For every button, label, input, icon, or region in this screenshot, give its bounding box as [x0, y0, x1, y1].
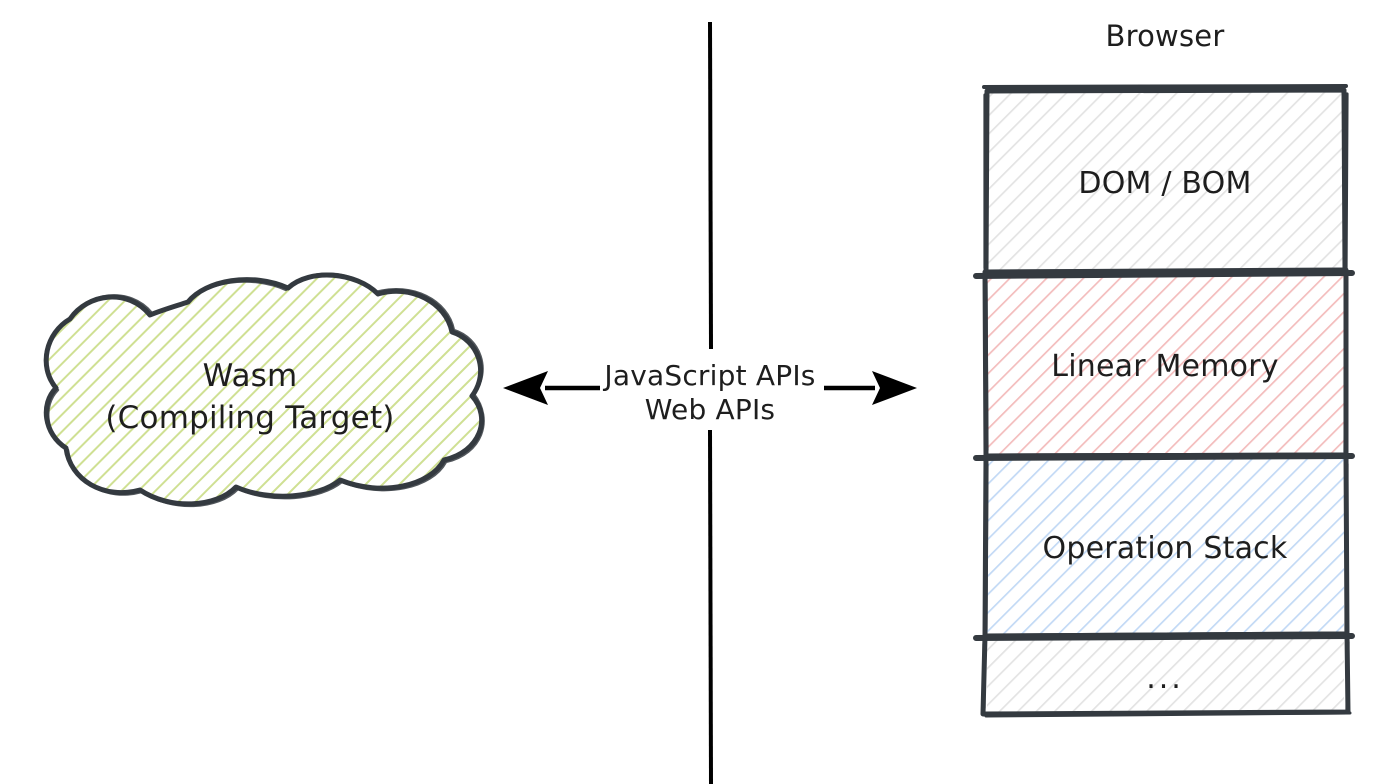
wasm-cloud-node	[43, 272, 485, 508]
browser-box-operation-stack	[973, 452, 1355, 639]
box-label-linear-memory: Linear Memory	[1051, 349, 1279, 384]
box-label-ellipsis: ...	[1146, 661, 1184, 696]
browser-box-dom-bom	[982, 84, 1349, 275]
box-label-operation-stack: Operation Stack	[1042, 531, 1288, 566]
box-label-dom-bom: DOM / BOM	[1078, 166, 1252, 201]
connector-label-web-apis: Web APIs	[644, 393, 776, 426]
wasm-cloud-label-secondary: (Compiling Target)	[105, 400, 395, 436]
wasm-cloud-outline	[43, 272, 485, 507]
vertical-divider-line	[708, 21, 713, 784]
browser-box-ellipsis	[973, 631, 1355, 718]
arrow-left-icon	[503, 371, 600, 405]
wasm-cloud-fill	[46, 275, 482, 504]
wasm-cloud-outline-sketch	[43, 272, 485, 508]
browser-title: Browser	[1105, 19, 1225, 53]
arrow-right-icon	[824, 371, 917, 405]
wasm-cloud-label-primary: Wasm	[202, 358, 298, 394]
connector-label-javascript-apis: JavaScript APIs	[604, 359, 816, 392]
